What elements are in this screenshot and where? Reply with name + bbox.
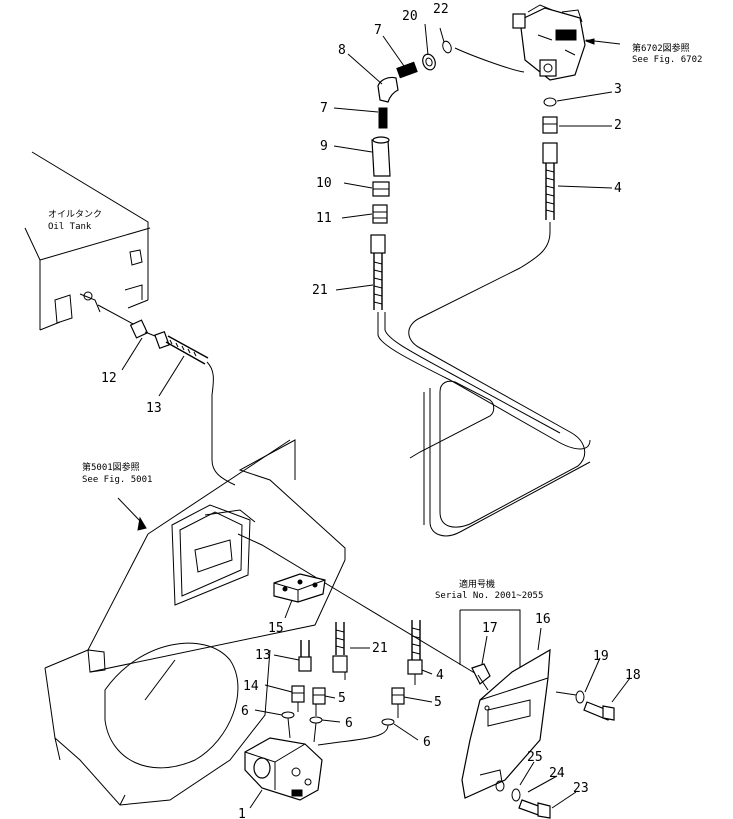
upper-left-branch xyxy=(370,40,591,450)
label-5-left: 5 xyxy=(338,691,346,706)
label-8: 8 xyxy=(338,43,346,58)
label-11: 11 xyxy=(316,211,332,226)
label-14: 14 xyxy=(243,679,259,694)
label-7: 7 xyxy=(320,101,328,116)
note-fig5001-jp: 第5001図参照 xyxy=(82,461,140,473)
label-22: 22 xyxy=(433,2,449,17)
label-18: 18 xyxy=(625,668,641,683)
valve-1 xyxy=(244,737,323,801)
label-9: 9 xyxy=(320,139,328,154)
note-oiltank-en: Oil Tank xyxy=(48,222,92,232)
oil-tank xyxy=(24,151,151,331)
note-serial-en: Serial No. 2001~2055 xyxy=(435,591,543,601)
label-10: 10 xyxy=(316,176,332,191)
part-number-labels: 22 20 7 8 7 9 10 11 21 3 2 4 12 13 15 13… xyxy=(101,2,641,819)
label-6-right: 6 xyxy=(423,735,431,750)
label-17: 17 xyxy=(482,621,498,636)
label-2: 2 xyxy=(614,118,622,133)
pump-assembly xyxy=(512,4,621,81)
label-3: 3 xyxy=(614,82,622,97)
label-6-mid: 6 xyxy=(345,716,353,731)
block-15 xyxy=(273,573,326,603)
label-20: 20 xyxy=(402,9,418,24)
bolt-23 xyxy=(495,780,551,819)
notes: 第6702図参照 See Fig. 6702 オイルタンク Oil Tank 第… xyxy=(48,42,702,601)
label-13-upper: 13 xyxy=(146,401,162,416)
label-12: 12 xyxy=(101,371,117,386)
label-7-upper: 7 xyxy=(374,23,382,38)
cover-plate xyxy=(459,609,551,799)
label-5-right: 5 xyxy=(434,695,442,710)
label-25: 25 xyxy=(527,750,543,765)
leader-lines xyxy=(121,23,631,809)
label-19: 19 xyxy=(593,649,609,664)
note-fig6702-jp: 第6702図参照 xyxy=(632,42,690,54)
label-24: 24 xyxy=(549,766,565,781)
label-16: 16 xyxy=(535,612,551,627)
upper-right-branch xyxy=(408,97,591,537)
label-15: 15 xyxy=(268,621,284,636)
label-13: 13 xyxy=(255,648,271,663)
note-fig6702-en: See Fig. 6702 xyxy=(632,55,702,65)
lower-fittings xyxy=(281,620,423,746)
label-23: 23 xyxy=(573,781,589,796)
label-1: 1 xyxy=(238,807,246,819)
label-4: 4 xyxy=(436,668,444,683)
label-6-left: 6 xyxy=(241,704,249,719)
tank-fitting xyxy=(97,304,236,486)
bolt-18 xyxy=(555,690,615,721)
label-21-upper: 21 xyxy=(312,283,328,298)
note-fig5001-en: See Fig. 5001 xyxy=(82,475,152,485)
note-oiltank-jp: オイルタンク xyxy=(48,209,102,220)
label-4-upper: 4 xyxy=(614,181,622,196)
note-serial-jp: 適用号機 xyxy=(459,578,495,590)
label-21: 21 xyxy=(372,641,388,656)
